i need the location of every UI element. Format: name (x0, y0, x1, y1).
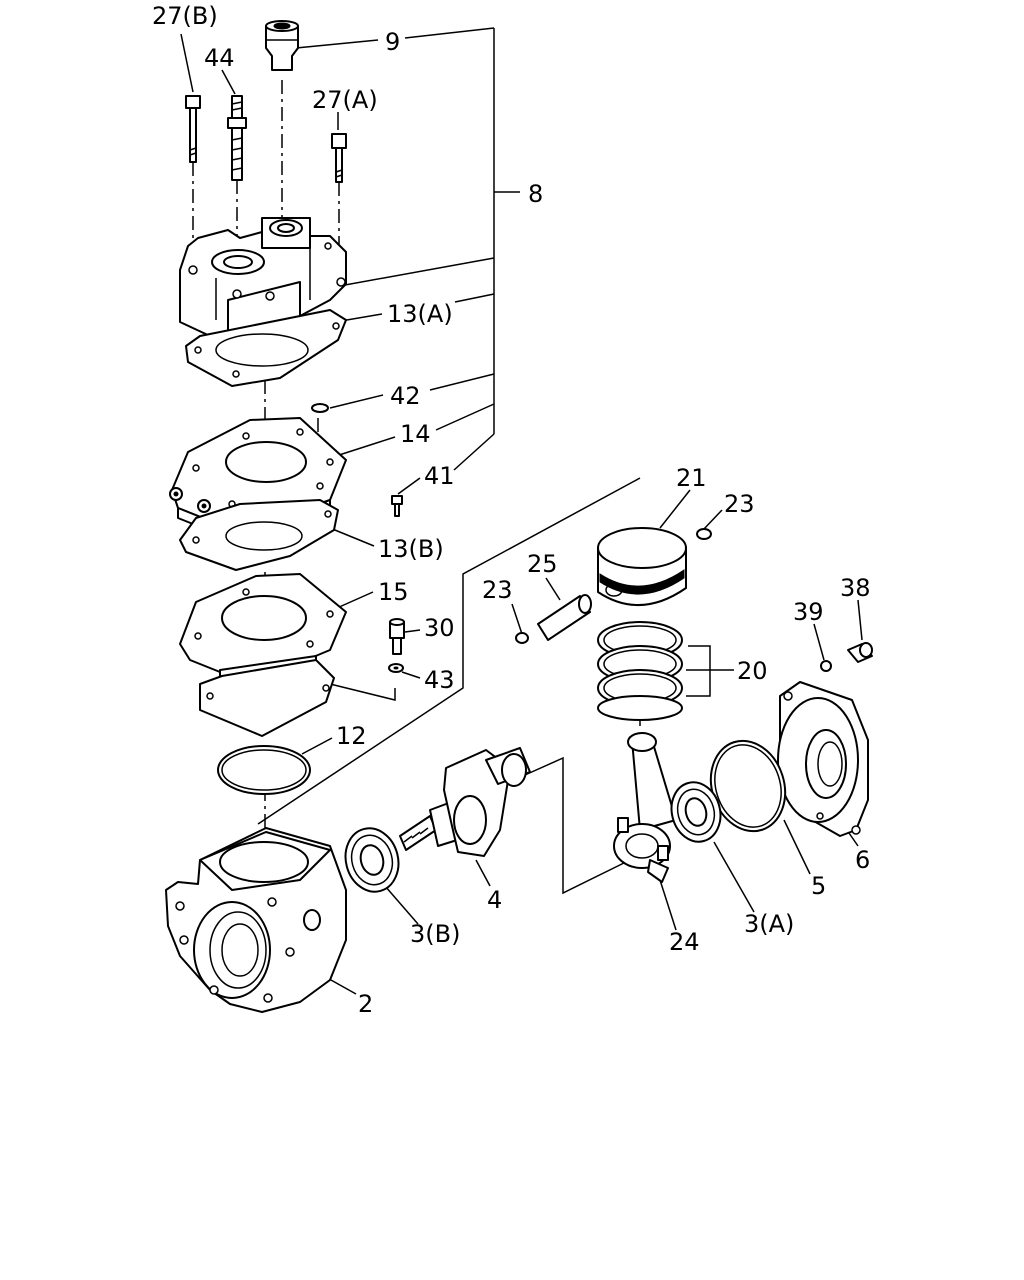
part-23-circlip-right (696, 528, 712, 540)
part-15-cylinder (179, 573, 347, 737)
part-2-crankcase (165, 827, 347, 1013)
part-3b-bearing (344, 827, 400, 893)
label-14: 14 (400, 420, 431, 448)
label-43: 43 (424, 666, 455, 694)
label-24: 24 (669, 928, 700, 956)
label-2: 2 (358, 990, 373, 1018)
label-25: 25 (527, 550, 558, 578)
part-41-screw (391, 495, 403, 517)
part-43-washer (388, 663, 404, 673)
part-13b-gasket (179, 499, 339, 571)
part-25-piston-pin (537, 594, 592, 641)
label-12: 12 (336, 722, 367, 750)
part-38-bolt (847, 642, 873, 663)
label-23-left: 23 (482, 576, 513, 604)
part-4-crankshaft (399, 747, 531, 857)
part-30-bolt (389, 618, 405, 655)
label-27a: 27(A) (312, 86, 378, 114)
part-3a-bearing (670, 781, 722, 843)
label-5: 5 (811, 872, 826, 900)
label-4: 4 (487, 886, 502, 914)
label-21: 21 (676, 464, 707, 492)
label-41: 41 (424, 462, 455, 490)
part-12-o-ring (217, 745, 311, 795)
part-42-o-ring (311, 403, 329, 413)
label-15: 15 (378, 578, 409, 606)
part-20-piston-rings (597, 621, 683, 721)
part-23-circlip-left (515, 632, 529, 644)
label-39: 39 (793, 598, 824, 626)
part-27b-bolt (185, 95, 201, 163)
label-20: 20 (737, 657, 768, 685)
label-3a: 3(A) (744, 910, 794, 938)
label-30: 30 (424, 614, 455, 642)
label-38: 38 (840, 574, 871, 602)
part-27a-bolt (331, 133, 347, 183)
part-24-connecting-rod (613, 732, 677, 883)
label-3b: 3(B) (410, 920, 460, 948)
label-13a: 13(A) (387, 300, 453, 328)
label-44: 44 (204, 44, 235, 72)
label-27b: 27(B) (152, 2, 218, 30)
label-9: 9 (385, 28, 400, 56)
part-6-end-cover (777, 681, 869, 837)
callout-labels: 27(B) 9 44 27(A) 8 13(A) 42 14 41 13(B) … (152, 2, 871, 1018)
part-39-washer (820, 660, 832, 672)
part-13a-gasket (185, 309, 347, 387)
label-6: 6 (855, 846, 870, 874)
label-23-right: 23 (724, 490, 755, 518)
label-13b: 13(B) (378, 535, 444, 563)
leader-lines (180, 27, 863, 995)
label-42: 42 (390, 382, 421, 410)
part-21-piston (597, 527, 687, 607)
part-44-stud (227, 95, 247, 181)
label-8: 8 (528, 180, 543, 208)
part-9-plug (265, 20, 299, 71)
